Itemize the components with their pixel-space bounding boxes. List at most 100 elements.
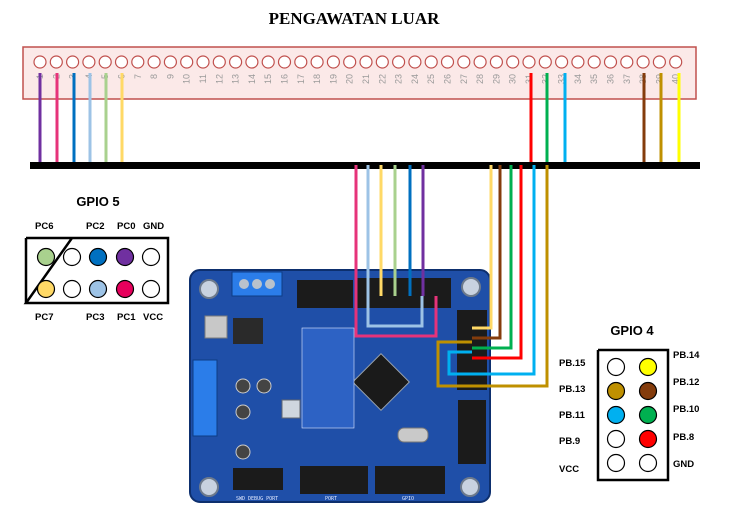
gpio5-label-pc7: PC7 <box>35 312 53 323</box>
gpio4-label-pb8: PB.8 <box>673 432 694 443</box>
gpio4-title: GPIO 4 <box>610 323 654 338</box>
terminal-screw-3 <box>265 279 275 289</box>
connector-pin-28 <box>473 55 487 69</box>
connector-pin-23 <box>392 55 406 69</box>
connector-pin-label-14: 14 <box>247 74 257 84</box>
gpio4-label-pb12: PB.12 <box>673 377 699 388</box>
connector-pin-label-9: 9 <box>165 74 175 79</box>
terminal-screw-2 <box>252 279 262 289</box>
connector-pin-17 <box>294 55 308 69</box>
connector-pin-38 <box>636 55 650 69</box>
reset-button <box>281 399 301 419</box>
wire-gpio4-brown <box>472 165 502 340</box>
wire-gpio4-gold <box>436 165 549 388</box>
connector-pin-label-17: 17 <box>296 74 306 84</box>
gpio5-label-pc0: PC0 <box>117 221 135 232</box>
connector-pin-20 <box>343 55 357 69</box>
capacitor-3 <box>235 404 251 420</box>
mount-hole-tr <box>461 277 481 297</box>
gpio4-pin-vcc <box>606 453 626 473</box>
gpio5-label-pc1: PC1 <box>117 312 136 323</box>
connector-pin-29 <box>489 55 503 69</box>
gpio4-pin-pb11 <box>606 405 626 425</box>
connector-pin-1 <box>33 55 47 69</box>
gpio5-pin-vcc <box>141 279 161 299</box>
connector-pin-label-21: 21 <box>361 74 371 84</box>
silkscreen-table <box>301 327 355 429</box>
connector-body <box>22 46 697 100</box>
connector-pin-13 <box>229 55 243 69</box>
connector-pin-24 <box>408 55 422 69</box>
connector-pin-8 <box>147 55 161 69</box>
connector-pin-label-20: 20 <box>345 74 355 84</box>
wire-gpio4-green <box>472 165 513 350</box>
connector-pin-label-22: 22 <box>377 74 387 84</box>
terminal-screw-1 <box>239 279 249 289</box>
mcu-chip <box>352 353 410 411</box>
gpio4-label-pb13: PB.13 <box>559 384 585 395</box>
connector-pin-2 <box>49 55 63 69</box>
connector-pin-label-40: 40 <box>671 74 681 84</box>
connector-pin-label-36: 36 <box>606 74 616 84</box>
wire-gpio5-lightblue <box>366 165 424 328</box>
connector-pin-label-25: 25 <box>426 74 436 84</box>
connector-pin-26 <box>440 55 455 69</box>
gpio5-pin-nc-bottom <box>62 279 82 299</box>
gpio4-label-vcc: VCC <box>559 464 579 475</box>
connector-pin-15 <box>261 55 275 69</box>
gpio4-pin-pb12 <box>638 381 658 401</box>
gpio4-label-pb10: PB.10 <box>673 404 699 415</box>
connector-pin-21 <box>359 55 373 69</box>
mount-hole-br <box>460 477 480 497</box>
gpio4-pin-pb13 <box>606 381 626 401</box>
mcu-board: SWD DEBUG PORT PORT GPIO <box>189 269 491 503</box>
connector-pin-label-11: 11 <box>198 74 208 83</box>
capacitor-2 <box>256 378 272 394</box>
connector-pin-label-27: 27 <box>459 74 469 84</box>
connector-pin-label-18: 18 <box>312 74 322 84</box>
connector-pin-label-29: 29 <box>491 74 501 84</box>
connector-pin-33 <box>554 55 569 69</box>
connector-pin-18 <box>310 55 324 69</box>
connector-pin-34 <box>571 55 585 69</box>
gpio5-pin-pc0 <box>115 247 135 267</box>
gpio4-pin-pb9 <box>606 429 626 449</box>
gpio5-pin-pc7 <box>36 279 56 299</box>
connector-pin-12 <box>212 55 226 69</box>
external-connector: 1234567891011121314151617181920212223242… <box>22 46 697 100</box>
gpio4-pin-pb14 <box>638 357 658 377</box>
connector-pin-6 <box>114 55 129 69</box>
jumper-block <box>233 318 263 344</box>
connector-pin-label-19: 19 <box>328 74 338 84</box>
gpio5-label-pc6: PC6 <box>35 221 53 232</box>
connector-pin-label-34: 34 <box>573 74 583 84</box>
connector-pin-3 <box>65 55 80 69</box>
connector-pin-label-32: 32 <box>540 74 550 84</box>
connector-pin-label-35: 35 <box>589 74 599 84</box>
wire-gpio4-red <box>472 165 523 360</box>
board-label-port: PORT <box>325 496 337 502</box>
connector-pin-37 <box>620 55 634 69</box>
gpio5-label-pc2: PC2 <box>86 221 104 232</box>
connector-pin-label-23: 23 <box>394 74 404 84</box>
crystal <box>397 427 429 443</box>
gpio5-pin-pc2 <box>88 247 108 267</box>
header-bottom-port <box>300 466 368 494</box>
connector-pin-35 <box>587 55 601 69</box>
gpio5-diagram: GPIO 5 PC6 PC2 PC0 GND PC7 PC3 PC1 VCC <box>23 194 170 323</box>
connector-pin-4 <box>82 55 96 69</box>
board-label-swd: SWD DEBUG PORT <box>236 496 278 502</box>
header-right-lower <box>458 400 486 464</box>
gpio5-title: GPIO 5 <box>76 194 119 209</box>
connector-pin-label-7: 7 <box>133 74 143 79</box>
connector-pin-16 <box>277 55 292 69</box>
gpio5-label-gnd: GND <box>143 221 164 232</box>
connector-pin-25 <box>424 55 438 69</box>
gpio4-pin-pb10 <box>638 405 658 425</box>
connector-pin-label-13: 13 <box>231 74 241 84</box>
swd-header <box>233 468 283 490</box>
wire-gpio4-yellow <box>472 165 493 330</box>
bus-bar <box>30 162 700 169</box>
capacitor-1 <box>235 378 251 394</box>
